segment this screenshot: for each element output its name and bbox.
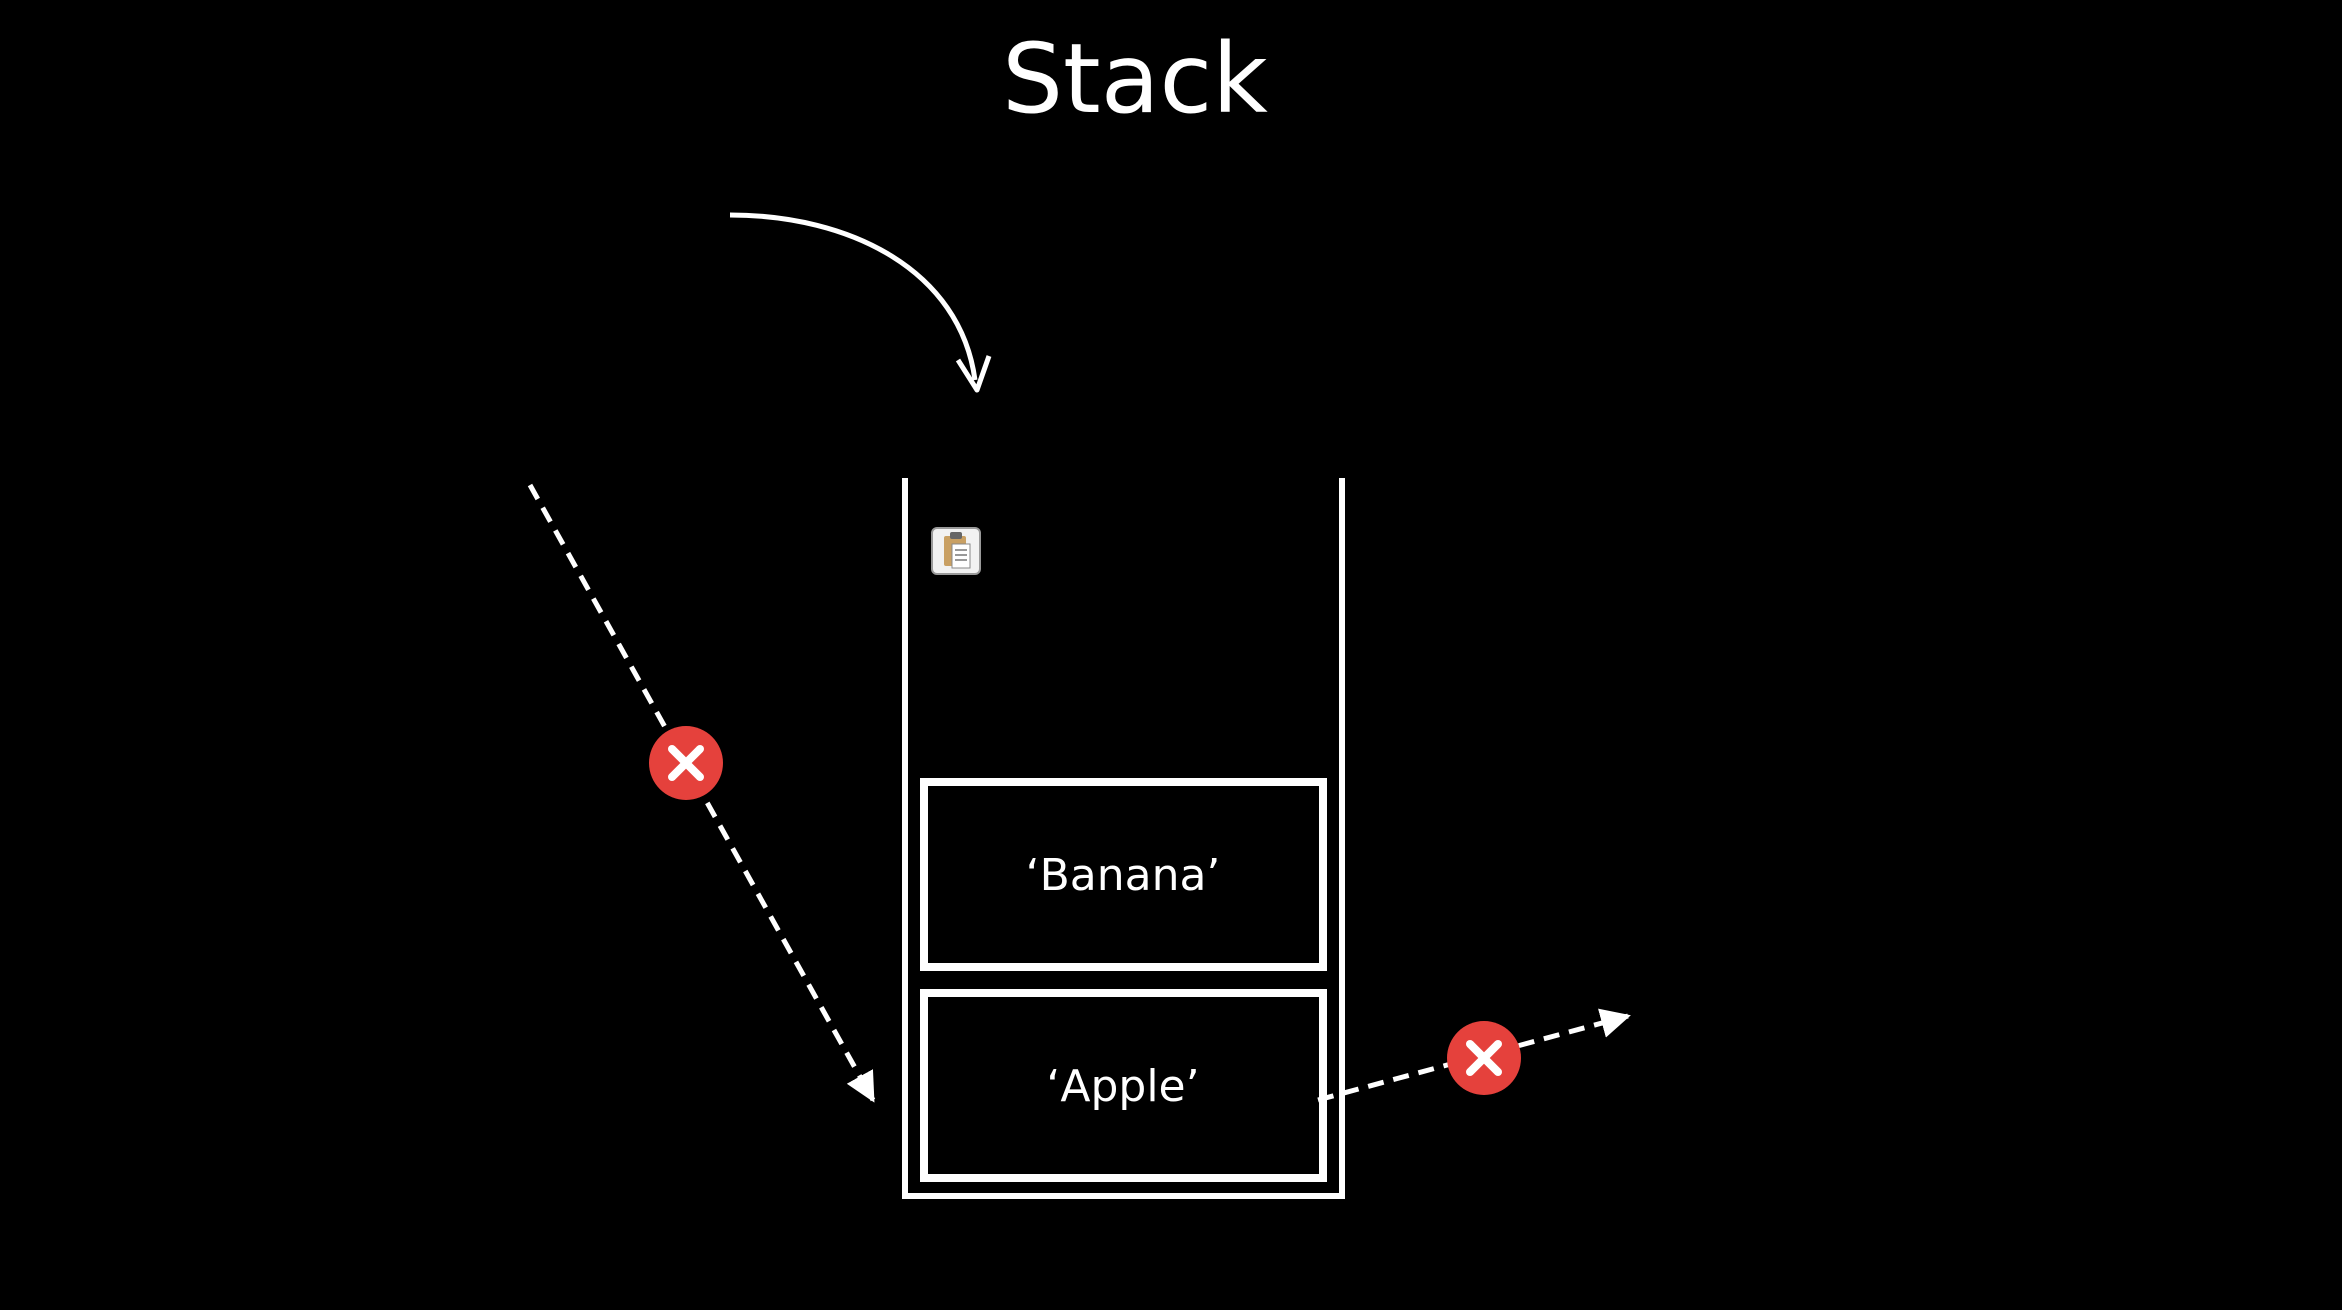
error-x-icon xyxy=(649,726,723,800)
curved-arrow-down-icon xyxy=(729,212,992,393)
clipboard-icon[interactable] xyxy=(931,527,981,575)
page-title: Stack xyxy=(1002,23,1268,135)
error-x-icon xyxy=(1447,1021,1521,1095)
stack-item-label: ‘Apple’ xyxy=(1046,1061,1199,1112)
stack-item-label: ‘Banana’ xyxy=(1026,850,1221,901)
stack-item: ‘Banana’ xyxy=(920,778,1327,971)
stack-container xyxy=(902,478,1345,1199)
stack-item: ‘Apple’ xyxy=(920,989,1327,1182)
